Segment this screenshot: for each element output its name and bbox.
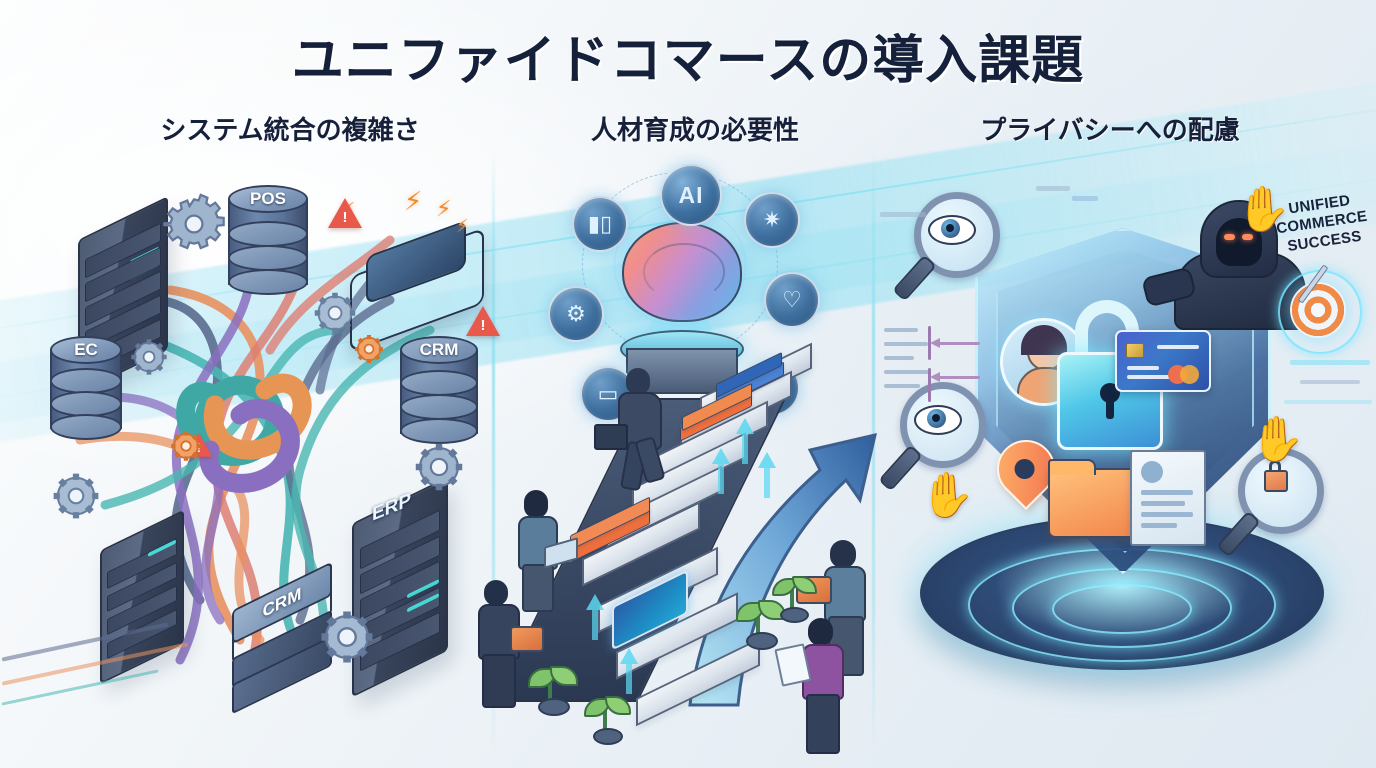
lightning-bolt-icon-1: ⚡ — [404, 186, 423, 216]
padlock-icon — [1057, 352, 1163, 450]
record-line-3 — [884, 356, 914, 360]
blocked-arrow-1 — [930, 338, 980, 348]
grabbing-hand-icon-left: ✋ — [920, 471, 975, 520]
doc-avatar-icon — [1141, 461, 1163, 483]
database-ec-icon: EC — [50, 336, 122, 440]
warning-triangle-icon-1 — [328, 198, 362, 228]
record-line-1 — [884, 328, 918, 332]
gear-icon-7-orange — [171, 431, 201, 461]
businessman-climbing-icon — [594, 368, 668, 492]
sprout-plant-icon-1 — [528, 660, 578, 716]
panel-divider-left — [492, 150, 495, 750]
block-bar-1 — [928, 326, 931, 360]
database-pos-icon: POS — [228, 185, 308, 295]
gear-icon-3 — [131, 339, 167, 375]
panel-divider-right — [872, 150, 875, 750]
watering-can-icon-left — [510, 626, 544, 652]
grabbing-hand-icon-right: ✋ — [1250, 415, 1305, 464]
small-arrow-5 — [620, 648, 638, 694]
small-arrow-1 — [712, 448, 730, 494]
person-with-clipboard-icon — [774, 618, 848, 754]
database-crm-right-icon: CRM — [400, 336, 478, 444]
small-arrow-4 — [586, 594, 604, 640]
blocked-arrow-2 — [930, 372, 980, 382]
card-chip-icon — [1126, 343, 1144, 358]
sprout-plant-icon-4 — [772, 572, 817, 623]
small-arrow-3 — [758, 452, 776, 498]
record-line-5 — [884, 384, 920, 388]
database-label-crm-right: CRM — [400, 336, 478, 364]
sprout-plant-icon-2 — [584, 690, 631, 745]
grabbing-hand-icon-top: ✋ — [1236, 185, 1291, 234]
cog-network-icon: ✷ — [744, 192, 800, 248]
bar-chart-icon: ▮▯ — [572, 196, 628, 252]
target-glow-ring — [1278, 270, 1362, 354]
folder-tab — [1048, 459, 1096, 475]
database-label-pos: POS — [228, 185, 308, 213]
brain-hologram-icon — [622, 222, 742, 322]
warning-triangle-icon-2 — [466, 306, 500, 336]
record-line-2 — [884, 342, 928, 346]
data-streak-l3 — [1072, 196, 1098, 201]
record-line-4 — [884, 370, 930, 374]
block-bar-2 — [928, 368, 931, 402]
data-streak-l2 — [1036, 186, 1070, 191]
data-streak-r3 — [1284, 400, 1372, 404]
ai-orb-icon: AI — [660, 164, 722, 226]
data-streak-r1 — [1290, 360, 1370, 365]
person-watering-left-icon — [470, 580, 544, 710]
database-label-ec: EC — [50, 336, 122, 364]
gear-icon-1 — [163, 193, 225, 250]
folder-icon — [1048, 459, 1144, 538]
lightning-bolt-icon-2: ⚡ — [436, 196, 452, 221]
credit-card-icon — [1115, 330, 1211, 392]
section-heading-privacy: プライバシーへの配慮 — [980, 115, 1240, 145]
small-lock-icon — [1264, 470, 1288, 492]
person-with-laptop-icon — [508, 490, 578, 612]
small-arrow-2 — [736, 418, 754, 464]
data-streak-l1 — [880, 212, 926, 217]
gear-settings-icon: ⚙ — [548, 286, 604, 342]
database-crm-bottom-icon: CRM — [232, 561, 332, 715]
gear-icon-4 — [53, 473, 99, 519]
lightning-bolt-icon-4: ⚡ — [456, 216, 469, 236]
data-streak-r2 — [1300, 380, 1360, 384]
sprout-plant-icon-3 — [736, 594, 786, 650]
gear-icon-2 — [314, 292, 356, 334]
gear-icon-5 — [415, 443, 463, 491]
caring-hands-icon: ♡ — [764, 272, 820, 328]
gear-icon-8-orange — [355, 335, 383, 363]
id-document-icon — [1130, 450, 1206, 546]
dais-ring-inner — [1052, 584, 1192, 634]
page-title: ユニファイドコマースの導入課題 — [291, 32, 1085, 90]
section-heading-talent-development: 人材育成の必要性 — [590, 115, 799, 145]
gear-icon-6 — [321, 611, 373, 663]
section-heading-system-integration: システム統合の複雑さ — [160, 115, 420, 145]
card-logo-right — [1180, 365, 1199, 384]
